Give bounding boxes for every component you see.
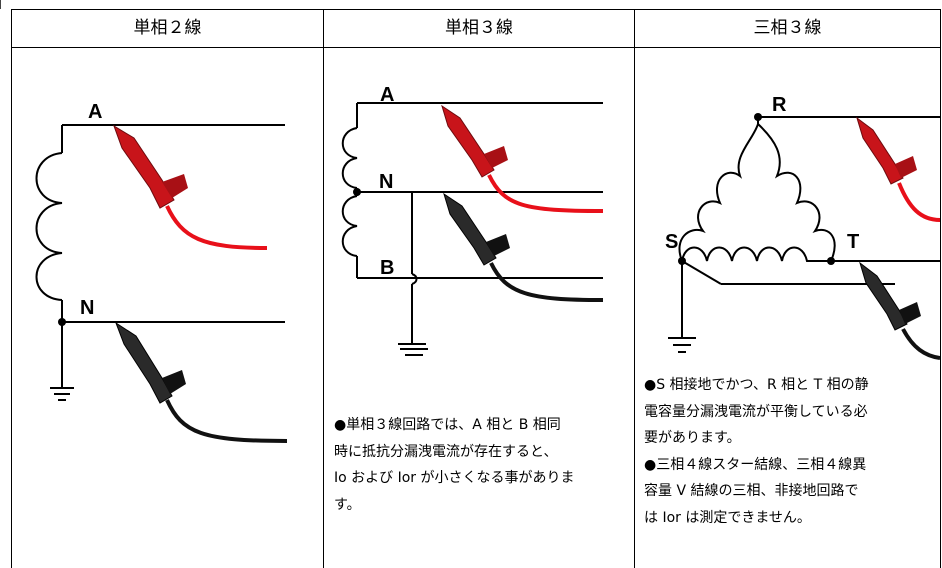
label-n: N — [379, 171, 393, 193]
label-b: B — [380, 257, 394, 279]
header-three-phase-3-wire: 三相３線 — [753, 18, 822, 38]
note-line: 時に抵抗分漏洩電流が存在すると、 — [334, 443, 558, 460]
label-r: R — [772, 94, 787, 116]
corner-mark — [0, 0, 4, 9]
label-n: N — [80, 297, 94, 319]
red-clip-icon — [856, 116, 940, 222]
diagram-three-phase-3-wire: R S T — [665, 94, 940, 360]
table-top-border — [11, 9, 941, 10]
red-clip-icon — [441, 104, 604, 213]
black-clip-icon — [114, 321, 288, 443]
note-line: ●三相４線スター結線、三相４線異 — [644, 456, 867, 473]
column-divider-2 — [634, 9, 635, 568]
ground-symbol-icon — [400, 348, 428, 356]
note-line: 要があります。 — [644, 430, 741, 446]
label-a: A — [88, 101, 102, 123]
black-clip-icon — [859, 261, 940, 360]
note-line: は Ior は測定できません。 — [644, 509, 811, 526]
note-line: Io および Ior が小さくなる事がありま — [334, 470, 575, 486]
black-clip-icon — [443, 192, 604, 302]
diagram-single-phase-3-wire: A N B — [341, 84, 604, 345]
label-t: T — [847, 231, 859, 253]
header-single-phase-2-wire: 単相２線 — [133, 18, 202, 38]
header-single-phase-3-wire: 単相３線 — [445, 18, 513, 38]
label-a: A — [380, 84, 394, 106]
column-divider-1 — [323, 9, 324, 568]
header-divider — [11, 47, 941, 48]
note-line: す。 — [334, 496, 361, 513]
red-clip-icon — [113, 124, 268, 250]
note-line: ●単相３線回路では、A 相と B 相同 — [334, 417, 561, 433]
diagram-single-phase-2-wire: A N — [35, 101, 288, 443]
note-single-phase-3-wire: ●単相３線回路では、A 相と B 相同 時に抵抗分漏洩電流が存在すると、 Io … — [334, 412, 630, 518]
note-line: 電容量分漏洩電流が平衡している必 — [644, 403, 868, 420]
note-line: 容量 V 結線の三相、非接地回路で — [644, 483, 859, 499]
label-s: S — [665, 231, 678, 253]
table-left-border — [11, 9, 12, 568]
note-three-phase-3-wire: ●S 相接地でかつ、R 相と T 相の静 電容量分漏洩電流が平衡している必 要が… — [644, 372, 938, 531]
note-line: ●S 相接地でかつ、R 相と T 相の静 — [644, 377, 869, 393]
table-right-border — [940, 9, 941, 568]
